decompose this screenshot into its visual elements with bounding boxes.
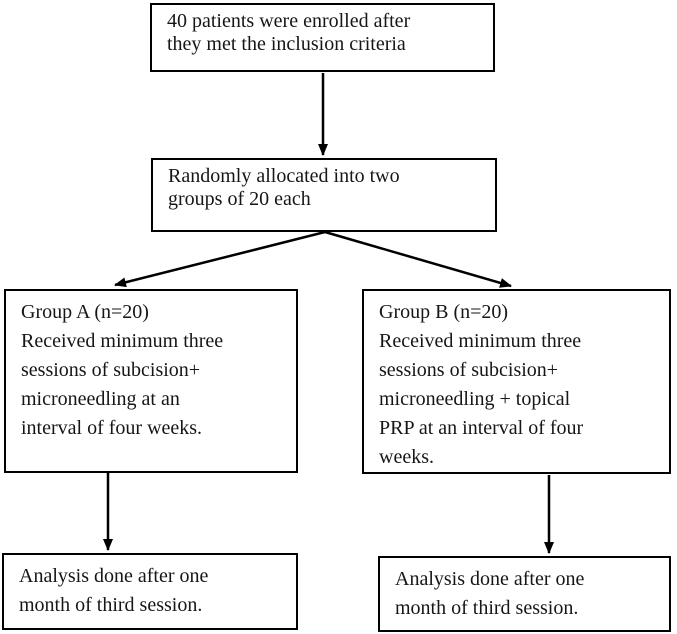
enrollment-box: 40 patients were enrolled after they met… [150, 3, 495, 72]
group-b-text-line: weeks. [379, 446, 434, 468]
randomization-box: Randomly allocated into two groups of 20… [151, 158, 497, 232]
analysis-a-text-line: month of third session. [19, 594, 203, 616]
group-b-text-line: PRP at an interval of four [379, 417, 584, 439]
randomization-text-line: Randomly allocated into two [168, 165, 400, 187]
enrollment-text-line: they met the inclusion criteria [167, 33, 406, 55]
group-a-box: Group A (n=20) Received minimum three se… [4, 289, 298, 473]
analysis-b-box: Analysis done after one month of third s… [378, 556, 671, 632]
randomization-text-line: groups of 20 each [168, 188, 311, 210]
group-b-text-line: Received minimum three [379, 330, 582, 352]
group-b-text-line: Group B (n=20) [379, 301, 509, 323]
group-b-text-line: sessions of subcision+ [379, 359, 559, 381]
analysis-b-text-line: Analysis done after one [395, 568, 585, 590]
group-a-text-line: Received minimum three [21, 330, 224, 352]
group-b-box: Group B (n=20) Received minimum three se… [362, 289, 671, 474]
arrow-randomization-to-group-a [114, 230, 326, 288]
analysis-a-text-line: Analysis done after one [19, 565, 209, 587]
group-a-text-line: interval of four weeks. [21, 417, 203, 439]
group-b-text-line: microneedling + topical [379, 388, 571, 410]
arrow-randomization-to-group-b [324, 230, 512, 288]
analysis-a-box: Analysis done after one month of third s… [2, 553, 298, 630]
group-a-text-line: microneedling at an [21, 388, 180, 410]
group-a-text-line: sessions of subcision+ [21, 359, 201, 381]
enrollment-text-line: 40 patients were enrolled after [167, 10, 411, 32]
analysis-b-text-line: month of third session. [395, 597, 579, 619]
group-a-text-line: Group A (n=20) [21, 301, 149, 323]
